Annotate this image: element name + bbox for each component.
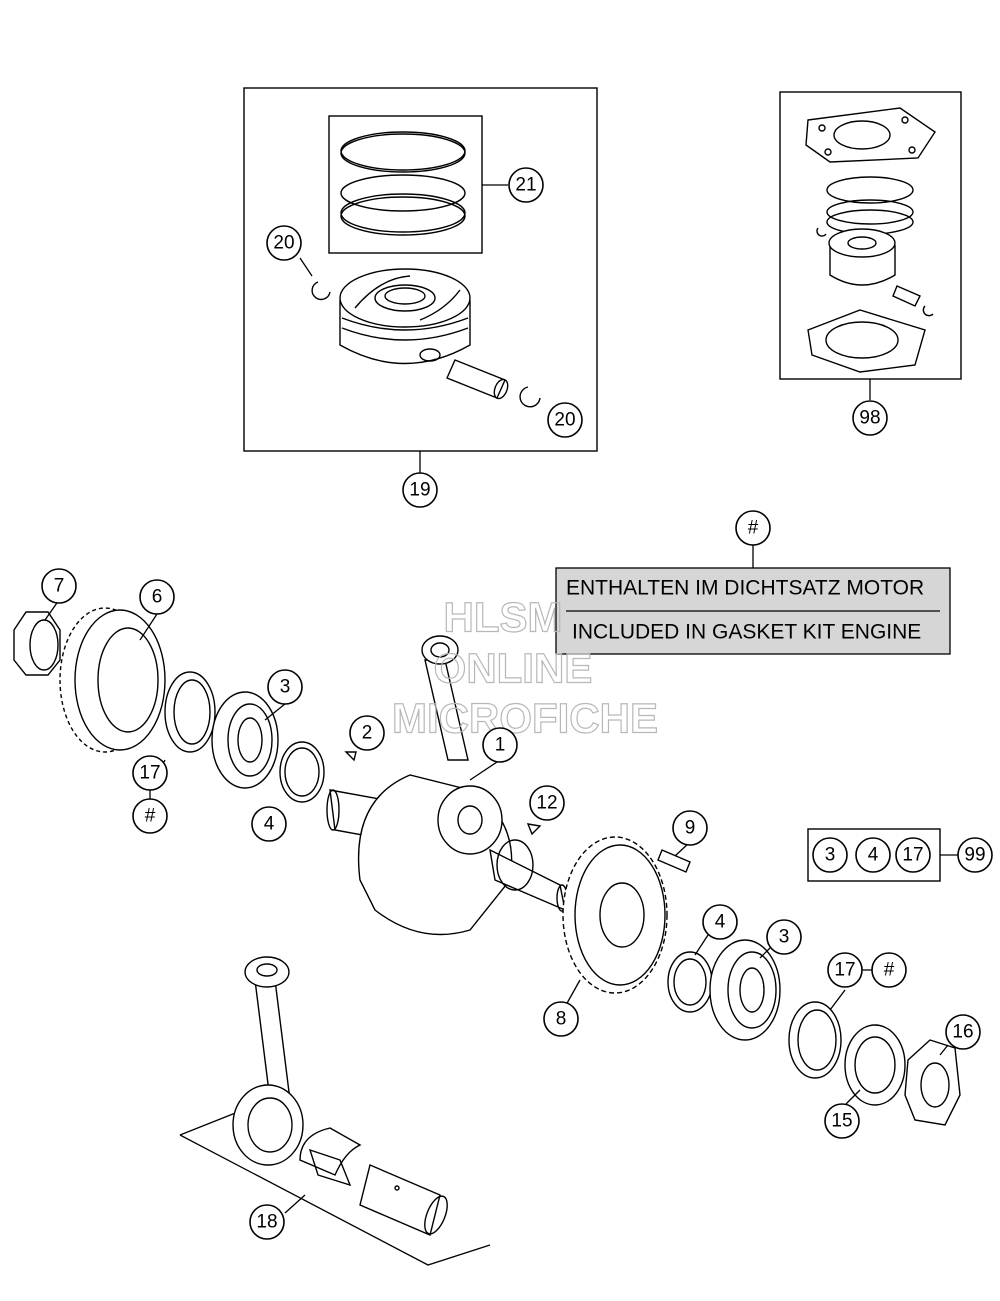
kit-callout-17: 17 <box>895 837 931 873</box>
bearing-3-left <box>211 691 279 789</box>
kit-rings <box>826 176 914 235</box>
circlip-upper <box>311 281 331 301</box>
piston-rings <box>340 131 466 236</box>
svg-text:4: 4 <box>264 814 275 835</box>
circlip-lower <box>519 386 541 408</box>
svg-text:3: 3 <box>779 927 790 948</box>
svg-text:4: 4 <box>868 845 879 866</box>
svg-text:#: # <box>145 806 156 827</box>
svg-text:99: 99 <box>964 845 985 866</box>
callout-98: 98 <box>852 400 888 436</box>
nut-16 <box>904 1039 961 1126</box>
conrod-kit-18 <box>179 956 491 1266</box>
callout-21: 21 <box>508 167 544 203</box>
callout-7: 7 <box>41 568 77 604</box>
callout-8: 8 <box>543 1001 579 1037</box>
woodruff-key-12 <box>526 823 542 836</box>
svg-text:21: 21 <box>515 175 536 196</box>
gasket-kit-box <box>779 91 962 380</box>
note-line-english: INCLUDED IN GASKET KIT ENGINE <box>572 621 921 644</box>
svg-text:3: 3 <box>825 845 836 866</box>
callout-20-upper: 20 <box>266 225 302 261</box>
sprocket-8 <box>562 836 668 994</box>
svg-text:20: 20 <box>554 410 575 431</box>
svg-text:19: 19 <box>409 480 430 501</box>
shim-4-right <box>667 951 713 1013</box>
shaft-seal-17-left <box>164 671 216 753</box>
svg-text:18: 18 <box>256 1212 277 1233</box>
shaft-seal-17-right <box>788 1001 842 1079</box>
cylinder-head-gasket <box>805 107 936 163</box>
callout-1: 1 <box>482 727 518 763</box>
svg-text:9: 9 <box>685 818 696 839</box>
callout-hash-left: # <box>132 798 168 834</box>
svg-text:6: 6 <box>152 587 163 608</box>
svg-text:15: 15 <box>831 1111 852 1132</box>
bearing-3-right <box>709 939 781 1041</box>
cylinder-base-gasket <box>807 309 926 373</box>
piston <box>339 268 471 365</box>
piston-pin <box>446 359 509 400</box>
gasket-kit-note: ENTHALTEN IM DICHTSATZ MOTOR INCLUDED IN… <box>555 545 951 655</box>
watermark-line-2: ONLINE <box>434 645 593 692</box>
primary-gear-6 <box>59 607 166 753</box>
svg-text:12: 12 <box>536 793 557 814</box>
callout-17-right: 17 <box>827 952 863 988</box>
svg-text:16: 16 <box>952 1022 973 1043</box>
svg-text:98: 98 <box>859 408 880 429</box>
svg-text:7: 7 <box>54 576 65 597</box>
kit-callout-3: 3 <box>812 837 848 873</box>
callout-hash-right: # <box>871 952 907 988</box>
kit-piston <box>816 227 934 317</box>
callout-2: 2 <box>349 715 385 751</box>
callout-15: 15 <box>824 1103 860 1139</box>
watermark-line-1: HLSM <box>444 594 563 641</box>
svg-text:#: # <box>748 518 759 539</box>
svg-text:20: 20 <box>273 233 294 254</box>
kit-callout-4: 4 <box>855 837 891 873</box>
callout-20-lower: 20 <box>547 402 583 438</box>
note-line-german: ENTHALTEN IM DICHTSATZ MOTOR <box>566 577 924 600</box>
pin-9 <box>657 849 691 873</box>
callout-4-right: 4 <box>702 904 738 940</box>
callout-99: 99 <box>957 837 993 873</box>
svg-text:3: 3 <box>280 677 291 698</box>
callout-19: 19 <box>402 472 438 508</box>
callout-3-left: 3 <box>267 669 303 705</box>
svg-text:2: 2 <box>362 723 373 744</box>
svg-text:4: 4 <box>715 912 726 933</box>
callout-3-right: 3 <box>766 919 802 955</box>
svg-text:1: 1 <box>495 735 506 756</box>
washer-15 <box>844 1024 906 1106</box>
watermark-line-3: MICROFICHE <box>392 695 658 742</box>
watermark: HLSM ONLINE MICROFICHE <box>391 593 658 742</box>
crankshaft-1 <box>326 635 568 936</box>
svg-text:#: # <box>884 960 895 981</box>
callout-18: 18 <box>249 1204 285 1240</box>
svg-text:17: 17 <box>834 960 855 981</box>
svg-text:17: 17 <box>902 845 923 866</box>
callout-4-left: 4 <box>251 806 287 842</box>
callout-9: 9 <box>672 810 708 846</box>
svg-text:17: 17 <box>139 763 160 784</box>
nut-7 <box>13 611 61 676</box>
shim-4-left <box>279 741 325 803</box>
callout-12: 12 <box>529 785 565 821</box>
woodruff-key-2 <box>344 751 357 762</box>
callout-6: 6 <box>139 579 175 615</box>
callout-16: 16 <box>945 1014 981 1050</box>
callout-hash-note: # <box>735 510 771 546</box>
svg-text:8: 8 <box>556 1009 567 1030</box>
piston-kit-box <box>243 87 598 452</box>
callout-17-left: 17 <box>132 755 168 791</box>
